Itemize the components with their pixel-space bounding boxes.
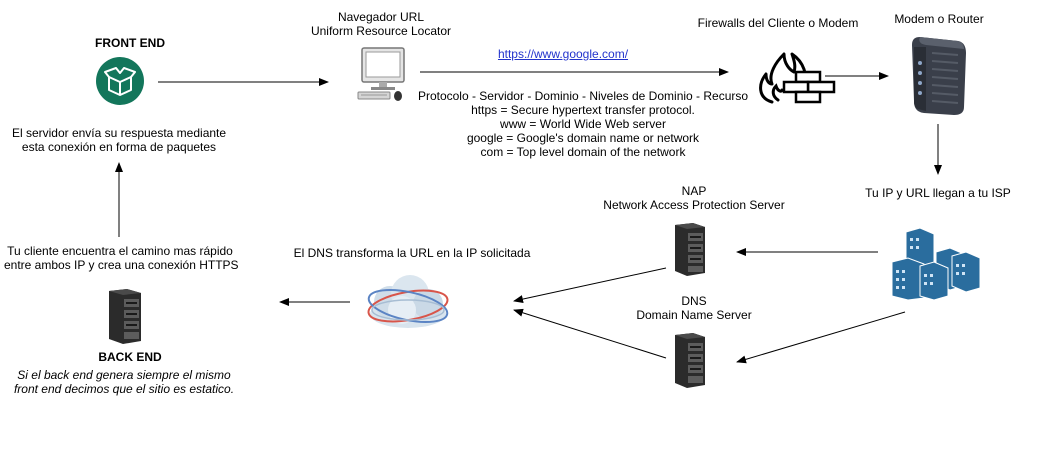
- url-parts-line-3: www = World Wide Web server: [500, 117, 666, 131]
- frontend-desc-line-2: esta conexión en forma de paquetes: [21, 140, 217, 154]
- dns-title-line-2: Domain Name Server: [636, 308, 752, 322]
- client-line-2: entre ambos IP y crea una conexión HTTPS: [4, 258, 239, 272]
- backend-server-rack-icon: [107, 287, 143, 350]
- nap-title-line-2: Network Access Protection Server: [603, 198, 785, 212]
- url-parts-line-1: Protocolo - Servidor - Dominio - Niveles…: [417, 89, 749, 103]
- firewall-title: Firewalls del Cliente o Modem: [697, 16, 859, 30]
- dns-cloud-caption: El DNS transforma la URL en la IP solici…: [293, 246, 531, 260]
- backend-note-line-2: front end decimos que el sitio es estati…: [13, 382, 235, 396]
- nap-title-line-1: NAP: [681, 184, 707, 198]
- browser-title-line-1: Navegador URL: [337, 10, 425, 24]
- url-parts-line-2: https = Secure hypertext transfer protoc…: [471, 103, 695, 117]
- dns-cloud-icon: [364, 270, 452, 343]
- firewall-icon: [754, 40, 840, 111]
- package-box-icon: [96, 57, 144, 110]
- arrow-dns-to-cloud: [513, 308, 667, 359]
- dns-server-rack-icon: [673, 331, 707, 394]
- url-parts-line-4: google = Google's domain name or network: [466, 131, 700, 145]
- frontend-desc-line-1: El servidor envía su respuesta mediante: [11, 126, 227, 140]
- client-line-1: Tu cliente encuentra el camino mas rápid…: [7, 244, 233, 258]
- browser-title-line-2: Uniform Resource Locator: [310, 24, 452, 38]
- computer-monitor-icon: [356, 46, 408, 107]
- google-url-link[interactable]: https://www.google.com/: [497, 47, 629, 61]
- arrow-isp-to-dns: [736, 311, 906, 364]
- frontend-title: FRONT END: [95, 36, 165, 50]
- dns-title-line-1: DNS: [681, 294, 707, 308]
- backend-title: BACK END: [98, 350, 162, 364]
- backend-note-line-1: Si el back end genera siempre el mismo: [17, 368, 231, 382]
- isp-title: Tu IP y URL llegan a tu ISP: [865, 186, 1011, 200]
- modem-router-icon: [906, 33, 970, 122]
- arrow-nap-to-cloud: [513, 267, 667, 303]
- url-parts-line-5: com = Top level domain of the network: [480, 145, 686, 159]
- nap-server-rack-icon: [673, 221, 707, 282]
- isp-buildings-icon: [890, 226, 982, 305]
- router-title: Modem o Router: [894, 12, 984, 26]
